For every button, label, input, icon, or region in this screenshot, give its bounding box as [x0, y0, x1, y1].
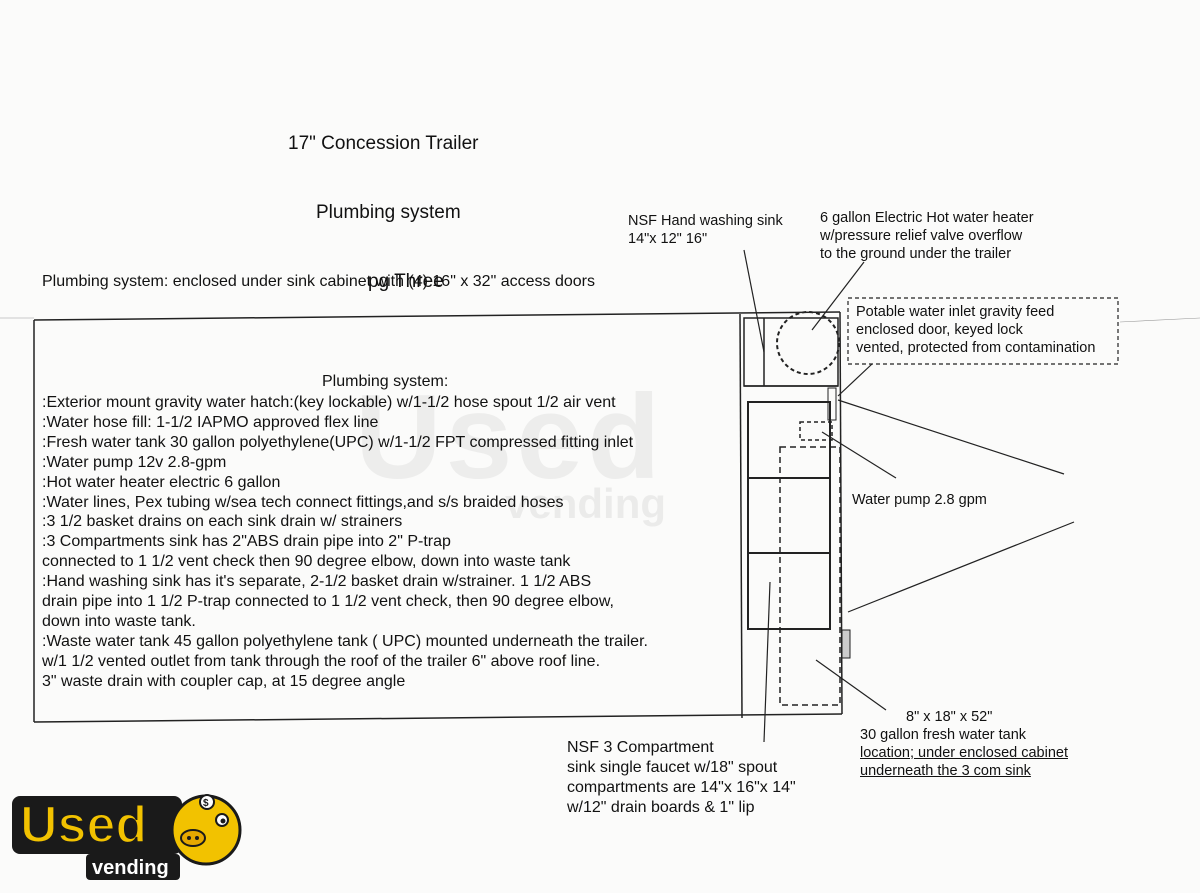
inlet-label-box	[847, 297, 1119, 365]
pig-mascot-icon: $	[170, 794, 242, 866]
spec-line: drain pipe into 1 1/2 P-trap connected t…	[42, 593, 614, 611]
svg-text:$: $	[203, 798, 209, 809]
label-line: 14"x 12" 16"	[628, 231, 708, 247]
label-line: Potable water inlet gravity feed	[856, 304, 1055, 320]
plumbing-spec-list: :Exterior mount gravity water hatch:(key…	[42, 393, 648, 692]
three-compartment-sink	[747, 401, 831, 630]
leader-lines	[743, 249, 1075, 743]
label-line: w/pressure relief valve overflow	[820, 228, 1023, 244]
drain-fitting	[841, 629, 851, 659]
water-heater-label: 6 gallon Electric Hot water heater w/pre…	[820, 209, 1034, 263]
fresh-water-tank	[779, 446, 841, 706]
label-line: vented, protected from contamination	[856, 340, 1096, 356]
label-line: compartments are 14"x 16"x 14"	[567, 779, 796, 796]
hand-sink-area	[743, 311, 840, 387]
spec-line: down into waste tank.	[42, 612, 196, 630]
spec-line: 3" waste drain with coupler cap, at 15 d…	[42, 672, 406, 690]
watermark-text: Used	[355, 370, 665, 504]
spec-line: :Fresh water tank 30 gallon polyethylene…	[42, 433, 634, 451]
spec-line: :Hot water heater electric 6 gallon	[42, 473, 281, 491]
spec-line: :Water lines, Pex tubing w/sea tech conn…	[42, 493, 564, 511]
label-line: sink single faucet w/18" spout	[567, 759, 778, 776]
water-inlet-label: Potable water inlet gravity feed enclose…	[856, 303, 1095, 357]
label-line: enclosed door, keyed lock	[856, 322, 1023, 338]
access-doors-note: Plumbing system: enclosed under sink cab…	[42, 273, 595, 290]
label-line: 6 gallon Electric Hot water heater	[820, 210, 1034, 226]
spec-line: :Hand washing sink has it's separate, 2-…	[42, 573, 592, 591]
label-line: 30 gallon fresh water tank	[860, 727, 1027, 743]
fresh-tank-label: 30 gallon fresh water tank location; und…	[860, 726, 1068, 780]
logo-text: Used	[20, 796, 147, 854]
title-line-1: 17" Concession Trailer	[288, 133, 479, 154]
tank-size-label: 8" x 18" x 52"	[906, 709, 993, 725]
plumbing-heading: Plumbing system:	[322, 373, 449, 390]
label-line: to the ground under the trailer	[820, 246, 1012, 262]
spec-line: :Water pump 12v 2.8-gpm	[42, 453, 227, 471]
label-line: location; under enclosed cabinet	[860, 745, 1068, 761]
page-title: 17" Concession Trailer Plumbing system p…	[288, 86, 479, 316]
spec-line: :Water hose fill: 1-1/2 IAPMO approved f…	[42, 413, 379, 431]
spec-line: connected to 1 1/2 vent check then 90 de…	[42, 553, 571, 571]
logo-subtext: vending	[92, 857, 169, 879]
title-line-3: pg Three	[368, 271, 444, 292]
spec-line: :3 1/2 basket drains on each sink drain …	[42, 513, 403, 531]
label-line: w/12" drain boards & 1" lip	[567, 799, 755, 816]
label-line: underneath the 3 com sink	[860, 763, 1031, 779]
spec-line: :3 Compartments sink has 2"ABS drain pip…	[42, 533, 451, 551]
watermark-subtext: vending	[505, 480, 667, 527]
used-vending-logo: Used vending $	[10, 790, 250, 885]
water-inlet	[827, 387, 837, 421]
label-line: NSF 3 Compartment	[567, 739, 714, 756]
spec-line: :Exterior mount gravity water hatch:(key…	[42, 394, 616, 411]
spec-line: :Waste water tank 45 gallon polyethylene…	[42, 632, 648, 650]
title-line-2: Plumbing system	[316, 202, 461, 223]
water-pump-label: Water pump 2.8 gpm	[852, 492, 987, 508]
water-pump	[799, 421, 833, 441]
label-line: NSF Hand washing sink	[628, 213, 783, 229]
three-sink-label: NSF 3 Compartment sink single faucet w/1…	[567, 738, 796, 818]
hand-sink-label: NSF Hand washing sink 14"x 12" 16"	[628, 212, 783, 248]
spec-line: w/1 1/2 vented outlet from tank through …	[42, 652, 601, 670]
